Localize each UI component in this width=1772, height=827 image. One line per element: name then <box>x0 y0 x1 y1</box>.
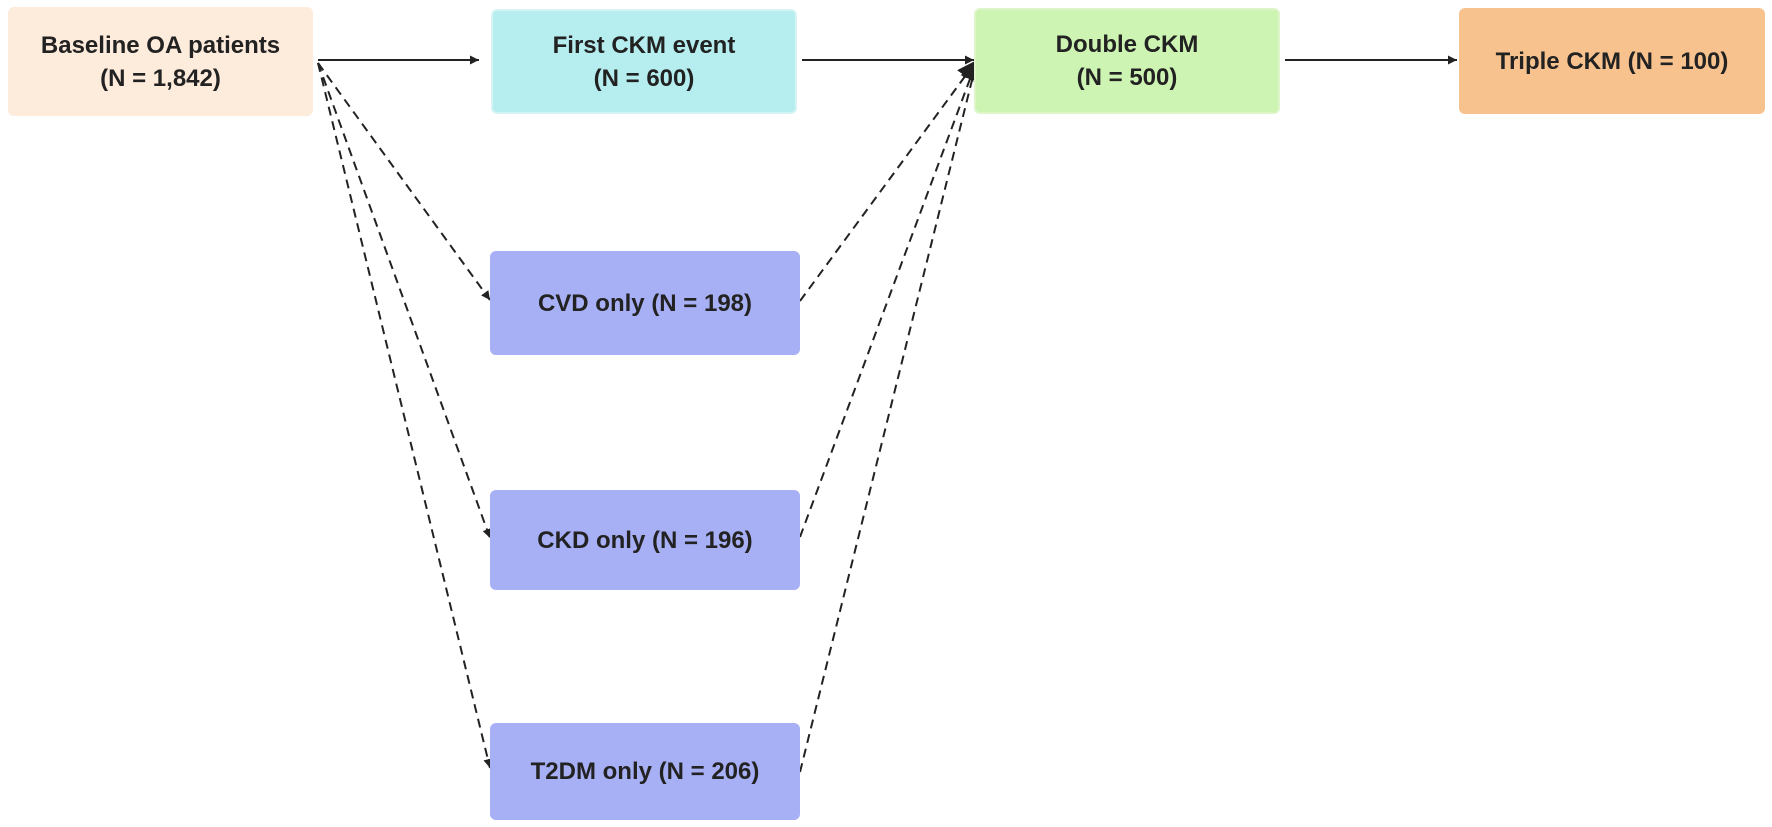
arrow-baseline-to-t2dm <box>317 62 493 769</box>
arrow-baseline-to-cvd <box>317 62 491 301</box>
first-ckm-count: (N = 600) <box>593 64 695 92</box>
t2dm-only-label: T2DM only (N = 206) <box>530 758 760 785</box>
arrow-baseline-to-ckd <box>317 62 492 539</box>
first-ckm-title: First CKM event <box>552 31 736 59</box>
double-ckm-count: (N = 500) <box>1076 64 1178 91</box>
cvd-only-box: CVD only (N = 198) <box>490 251 800 355</box>
ckd-only-label: CKD only (N = 196) <box>537 526 753 554</box>
t2dm-only-box: T2DM only (N = 206) <box>490 723 800 820</box>
arrow-t2dm-to-double <box>799 59 982 773</box>
arrow-cvd-to-double <box>799 59 978 302</box>
first-ckm-event-box: First CKM event (N = 600) <box>491 9 797 114</box>
ckd-only-box: CKD only (N = 196) <box>490 490 800 590</box>
double-ckm-box: Double CKM (N = 500) <box>974 8 1280 114</box>
baseline-count: (N = 1,842) <box>100 64 221 92</box>
triple-ckm-box: Triple CKM (N = 100) <box>1459 8 1765 114</box>
triple-ckm-label: Triple CKM (N = 100) <box>1495 47 1729 75</box>
arrow-ckd-to-double <box>799 59 980 538</box>
double-ckm-title: Double CKM <box>1055 31 1199 58</box>
baseline-oa-patients-box: Baseline OA patients (N = 1,842) <box>8 7 313 116</box>
baseline-title: Baseline OA patients <box>40 31 281 59</box>
cvd-only-label: CVD only (N = 198) <box>537 289 753 317</box>
edge-layer <box>317 55 1457 773</box>
